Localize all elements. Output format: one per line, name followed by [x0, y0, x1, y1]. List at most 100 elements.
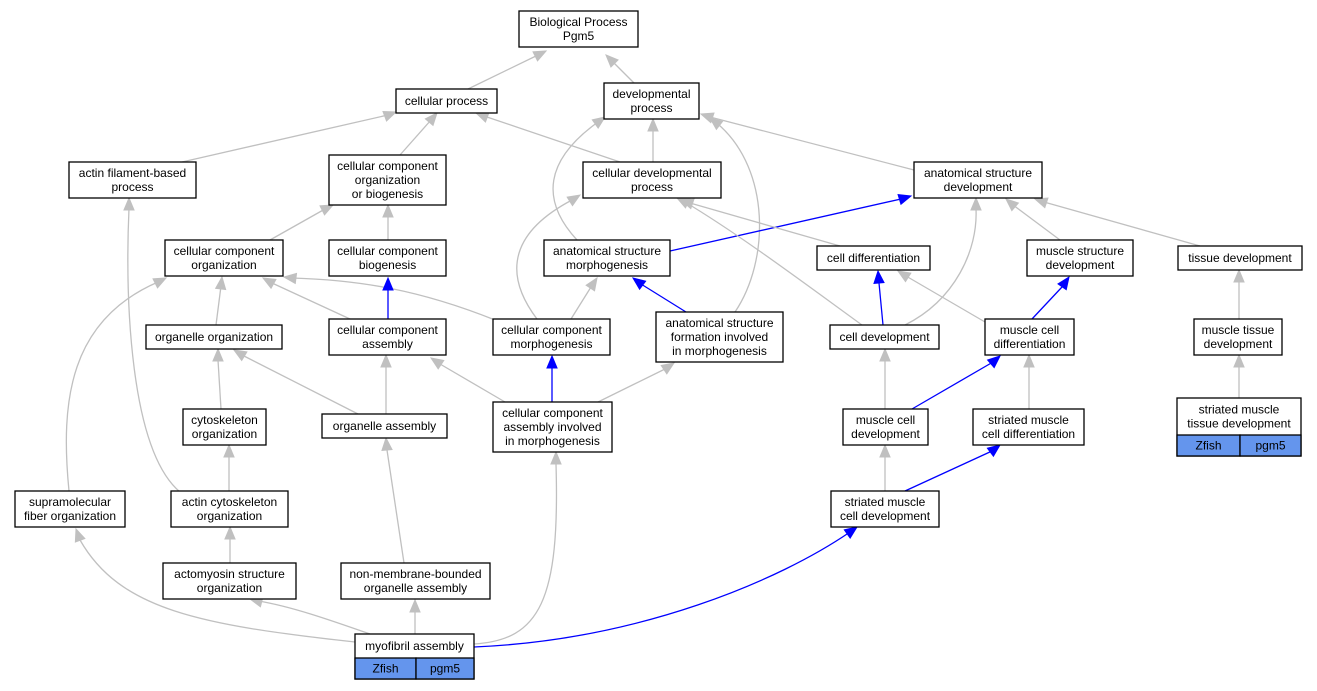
- annotation-tag-pgm5[interactable]: pgm5: [415, 657, 475, 680]
- arrowhead-icon: [429, 357, 445, 370]
- arrowhead-icon: [591, 116, 607, 129]
- node-label-line: striated muscle: [845, 495, 926, 509]
- node-label-line: muscle structure: [1036, 244, 1124, 258]
- node-label-line: cellular component: [337, 323, 438, 337]
- node-label-line: cellular component: [501, 323, 602, 337]
- node-label-line: anatomical structure: [924, 166, 1032, 180]
- arrowhead-icon: [474, 111, 490, 123]
- arrowhead-icon: [380, 353, 392, 368]
- edge-ccb-to-ccob: [382, 203, 394, 240]
- edge-smtd-to-mtd: [1233, 353, 1245, 398]
- node-label-line: process: [630, 101, 672, 115]
- go-term-node-oa[interactable]: organelle assembly: [321, 413, 448, 439]
- arrowhead-icon: [879, 443, 891, 458]
- edge-oo-to-cco: [214, 275, 227, 326]
- edge-asm-to-dp: [552, 116, 607, 241]
- node-label-line: organization: [355, 173, 420, 187]
- edge-afbp-to-cp: [181, 110, 398, 163]
- arrowhead-icon: [970, 196, 982, 211]
- edge-co-to-oo: [212, 347, 224, 410]
- edge-cdev-to-asd: [904, 196, 982, 326]
- go-term-node-cp[interactable]: cellular process: [395, 88, 498, 114]
- edge-smcdiff-to-mcdiff: [1023, 353, 1035, 409]
- edge-mcdiff-to-msd: [1031, 275, 1070, 320]
- go-term-node-cdev[interactable]: cell development: [829, 324, 940, 350]
- node-label-line: cell development: [839, 330, 930, 344]
- node-label-line: cellular process: [405, 94, 488, 108]
- arrowhead-icon: [74, 527, 86, 543]
- node-label-line: muscle tissue: [1202, 323, 1275, 337]
- edge-ccaim-to-asfm: [597, 362, 676, 403]
- edge-cdp-to-dp: [647, 117, 659, 162]
- annotation-tag-zfish[interactable]: Zfish: [354, 657, 417, 680]
- node-label-line: or biogenesis: [352, 187, 423, 201]
- arrowhead-icon: [224, 525, 236, 540]
- node-label-line: development: [1046, 258, 1115, 272]
- arrowhead-icon: [897, 194, 913, 206]
- node-label-line: organization: [197, 509, 262, 523]
- arrowhead-icon: [708, 117, 724, 131]
- edge-ma-to-nmboa: [409, 598, 421, 634]
- node-label-line: cellular component: [337, 244, 438, 258]
- node-label-line: organization: [197, 581, 262, 595]
- annotation-tag-pgm5[interactable]: pgm5: [1239, 434, 1302, 457]
- edge-smcdev-to-smcdiff: [904, 444, 1002, 492]
- arrowhead-icon: [382, 110, 398, 122]
- go-term-node-cdiff[interactable]: cell differentiation: [816, 245, 931, 271]
- annotation-tags: Zfish pgm5: [1176, 434, 1302, 457]
- node-label-line: cellular developmental: [592, 166, 711, 180]
- annotation-tag-label: Zfish: [1195, 439, 1221, 453]
- node-label-line: developmental: [612, 87, 690, 101]
- node-label-line: morphogenesis: [510, 337, 592, 351]
- go-term-node-oo[interactable]: organelle organization: [145, 324, 283, 350]
- node-label-line: cell differentiation: [827, 251, 920, 265]
- annotation-tag-zfish[interactable]: Zfish: [1176, 434, 1241, 457]
- arrowhead-icon: [424, 112, 438, 127]
- arrowhead-icon: [566, 194, 582, 207]
- arrowhead-icon: [896, 270, 912, 283]
- node-label-line: cellular component: [337, 159, 438, 173]
- arrowhead-icon: [223, 443, 235, 458]
- go-term-node-td[interactable]: tissue development: [1177, 245, 1303, 271]
- edge-msd-to-asd: [1005, 198, 1061, 241]
- arrowhead-icon: [532, 50, 548, 62]
- arrowhead-icon: [585, 276, 598, 292]
- node-label-line: biogenesis: [359, 258, 416, 272]
- node-label-line: organelle assembly: [333, 419, 436, 433]
- arrowhead-icon: [232, 349, 248, 362]
- arrowhead-icon: [1005, 198, 1020, 212]
- arrowhead-icon: [382, 276, 394, 291]
- node-label-line: myofibril assembly: [365, 639, 464, 653]
- node-label-line: actomyosin structure: [174, 567, 285, 581]
- arrowhead-icon: [214, 275, 227, 291]
- arrowhead-icon: [986, 444, 1002, 458]
- edge-asd-to-dp: [699, 112, 915, 171]
